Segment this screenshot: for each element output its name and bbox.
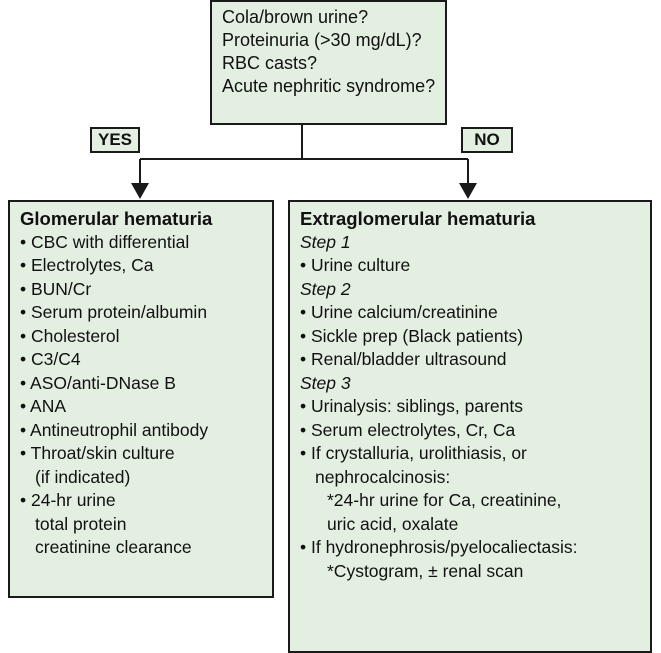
step-heading: Step 3 <box>300 372 351 393</box>
list-item-continuation: (if indicated) <box>35 466 131 487</box>
list-item: • Renal/bladder ultrasound <box>300 349 507 369</box>
question-line: RBC casts? <box>222 53 318 73</box>
yes-label: YES <box>90 127 140 153</box>
question-line: Proteinuria (>30 mg/dL)? <box>222 30 422 50</box>
list-item: • Throat/skin culture <box>20 443 175 463</box>
list-sub-item: uric acid, oxalate <box>327 513 459 534</box>
list-item: • Urine calcium/creatinine <box>300 302 498 322</box>
list-item: • ANA <box>20 396 67 416</box>
yes-arrowhead <box>131 183 149 199</box>
no-arrowhead <box>459 183 477 199</box>
list-item: • BUN/Cr <box>20 278 92 299</box>
list-sub-item: *Cystogram, ± renal scan <box>327 560 524 581</box>
list-item: • Antineutrophil antibody <box>20 419 209 440</box>
list-item: • Cholesterol <box>20 325 120 346</box>
glomerular-hematuria-box: Glomerular hematuria • CBC with differen… <box>8 200 274 598</box>
list-item-continuation: creatinine clearance <box>35 537 192 557</box>
extraglomerular-title: Extraglomerular hematuria <box>300 208 536 229</box>
list-item: • 24-hr urine <box>20 490 116 510</box>
extraglomerular-hematuria-box: Extraglomerular hematuria Step 1 • Urine… <box>288 200 652 653</box>
list-sub-item: *24-hr urine for Ca, creatinine, <box>327 490 562 510</box>
glomerular-title: Glomerular hematuria <box>20 208 213 229</box>
question-box: Cola/brown urine? Proteinuria (>30 mg/dL… <box>210 0 447 125</box>
list-item-continuation: nephrocalcinosis: <box>315 466 451 487</box>
list-item: • Urinalysis: siblings, parents <box>300 396 524 416</box>
question-line: Acute nephritic syndrome? <box>222 76 436 96</box>
list-item: • Serum electrolytes, Cr, Ca <box>300 419 516 440</box>
no-label: NO <box>461 127 513 153</box>
list-item: • Electrolytes, Ca <box>20 255 154 275</box>
question-line: Cola/brown urine? <box>222 7 369 27</box>
list-item: • Serum protein/albumin <box>20 302 208 322</box>
list-item: • Sickle prep (Black patients) <box>300 325 524 346</box>
list-item: • If crystalluria, urolithiasis, or <box>300 443 527 463</box>
list-item: • Urine culture <box>300 255 411 275</box>
list-item: • C3/C4 <box>20 349 81 369</box>
list-item-continuation: total protein <box>35 513 127 534</box>
step-heading: Step 2 <box>300 278 351 299</box>
list-item: • If hydronephrosis/pyelocaliectasis: <box>300 537 578 557</box>
list-item: • ASO/anti-DNase B <box>20 372 176 393</box>
step-heading: Step 1 <box>300 231 351 252</box>
list-item: • CBC with differential <box>20 231 190 252</box>
